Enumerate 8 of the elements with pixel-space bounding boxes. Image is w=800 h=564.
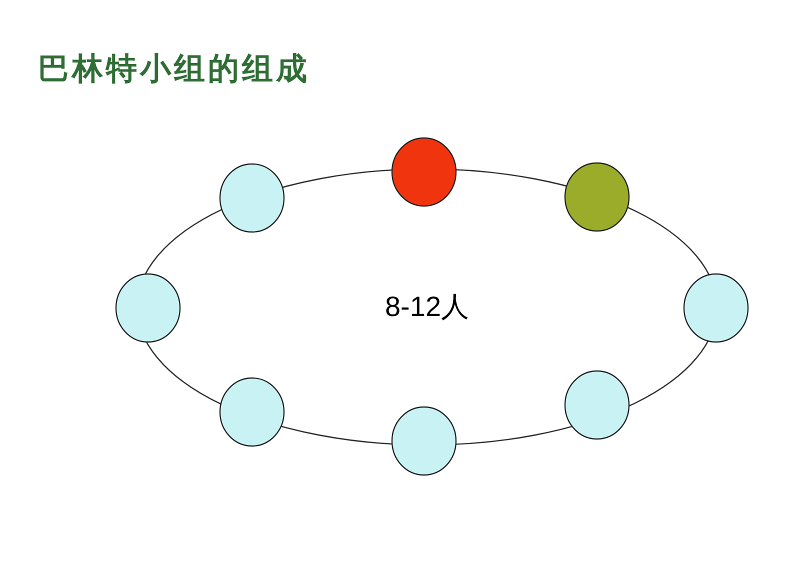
title: 巴林特小组的组成 [38, 50, 310, 89]
member-circle [391, 406, 457, 476]
member-circle [115, 273, 181, 343]
member-circle [683, 273, 749, 343]
member-circle [391, 137, 457, 207]
member-circle [219, 163, 285, 233]
member-circle [564, 162, 630, 232]
group-size-text: 8-12人 [384, 290, 470, 324]
